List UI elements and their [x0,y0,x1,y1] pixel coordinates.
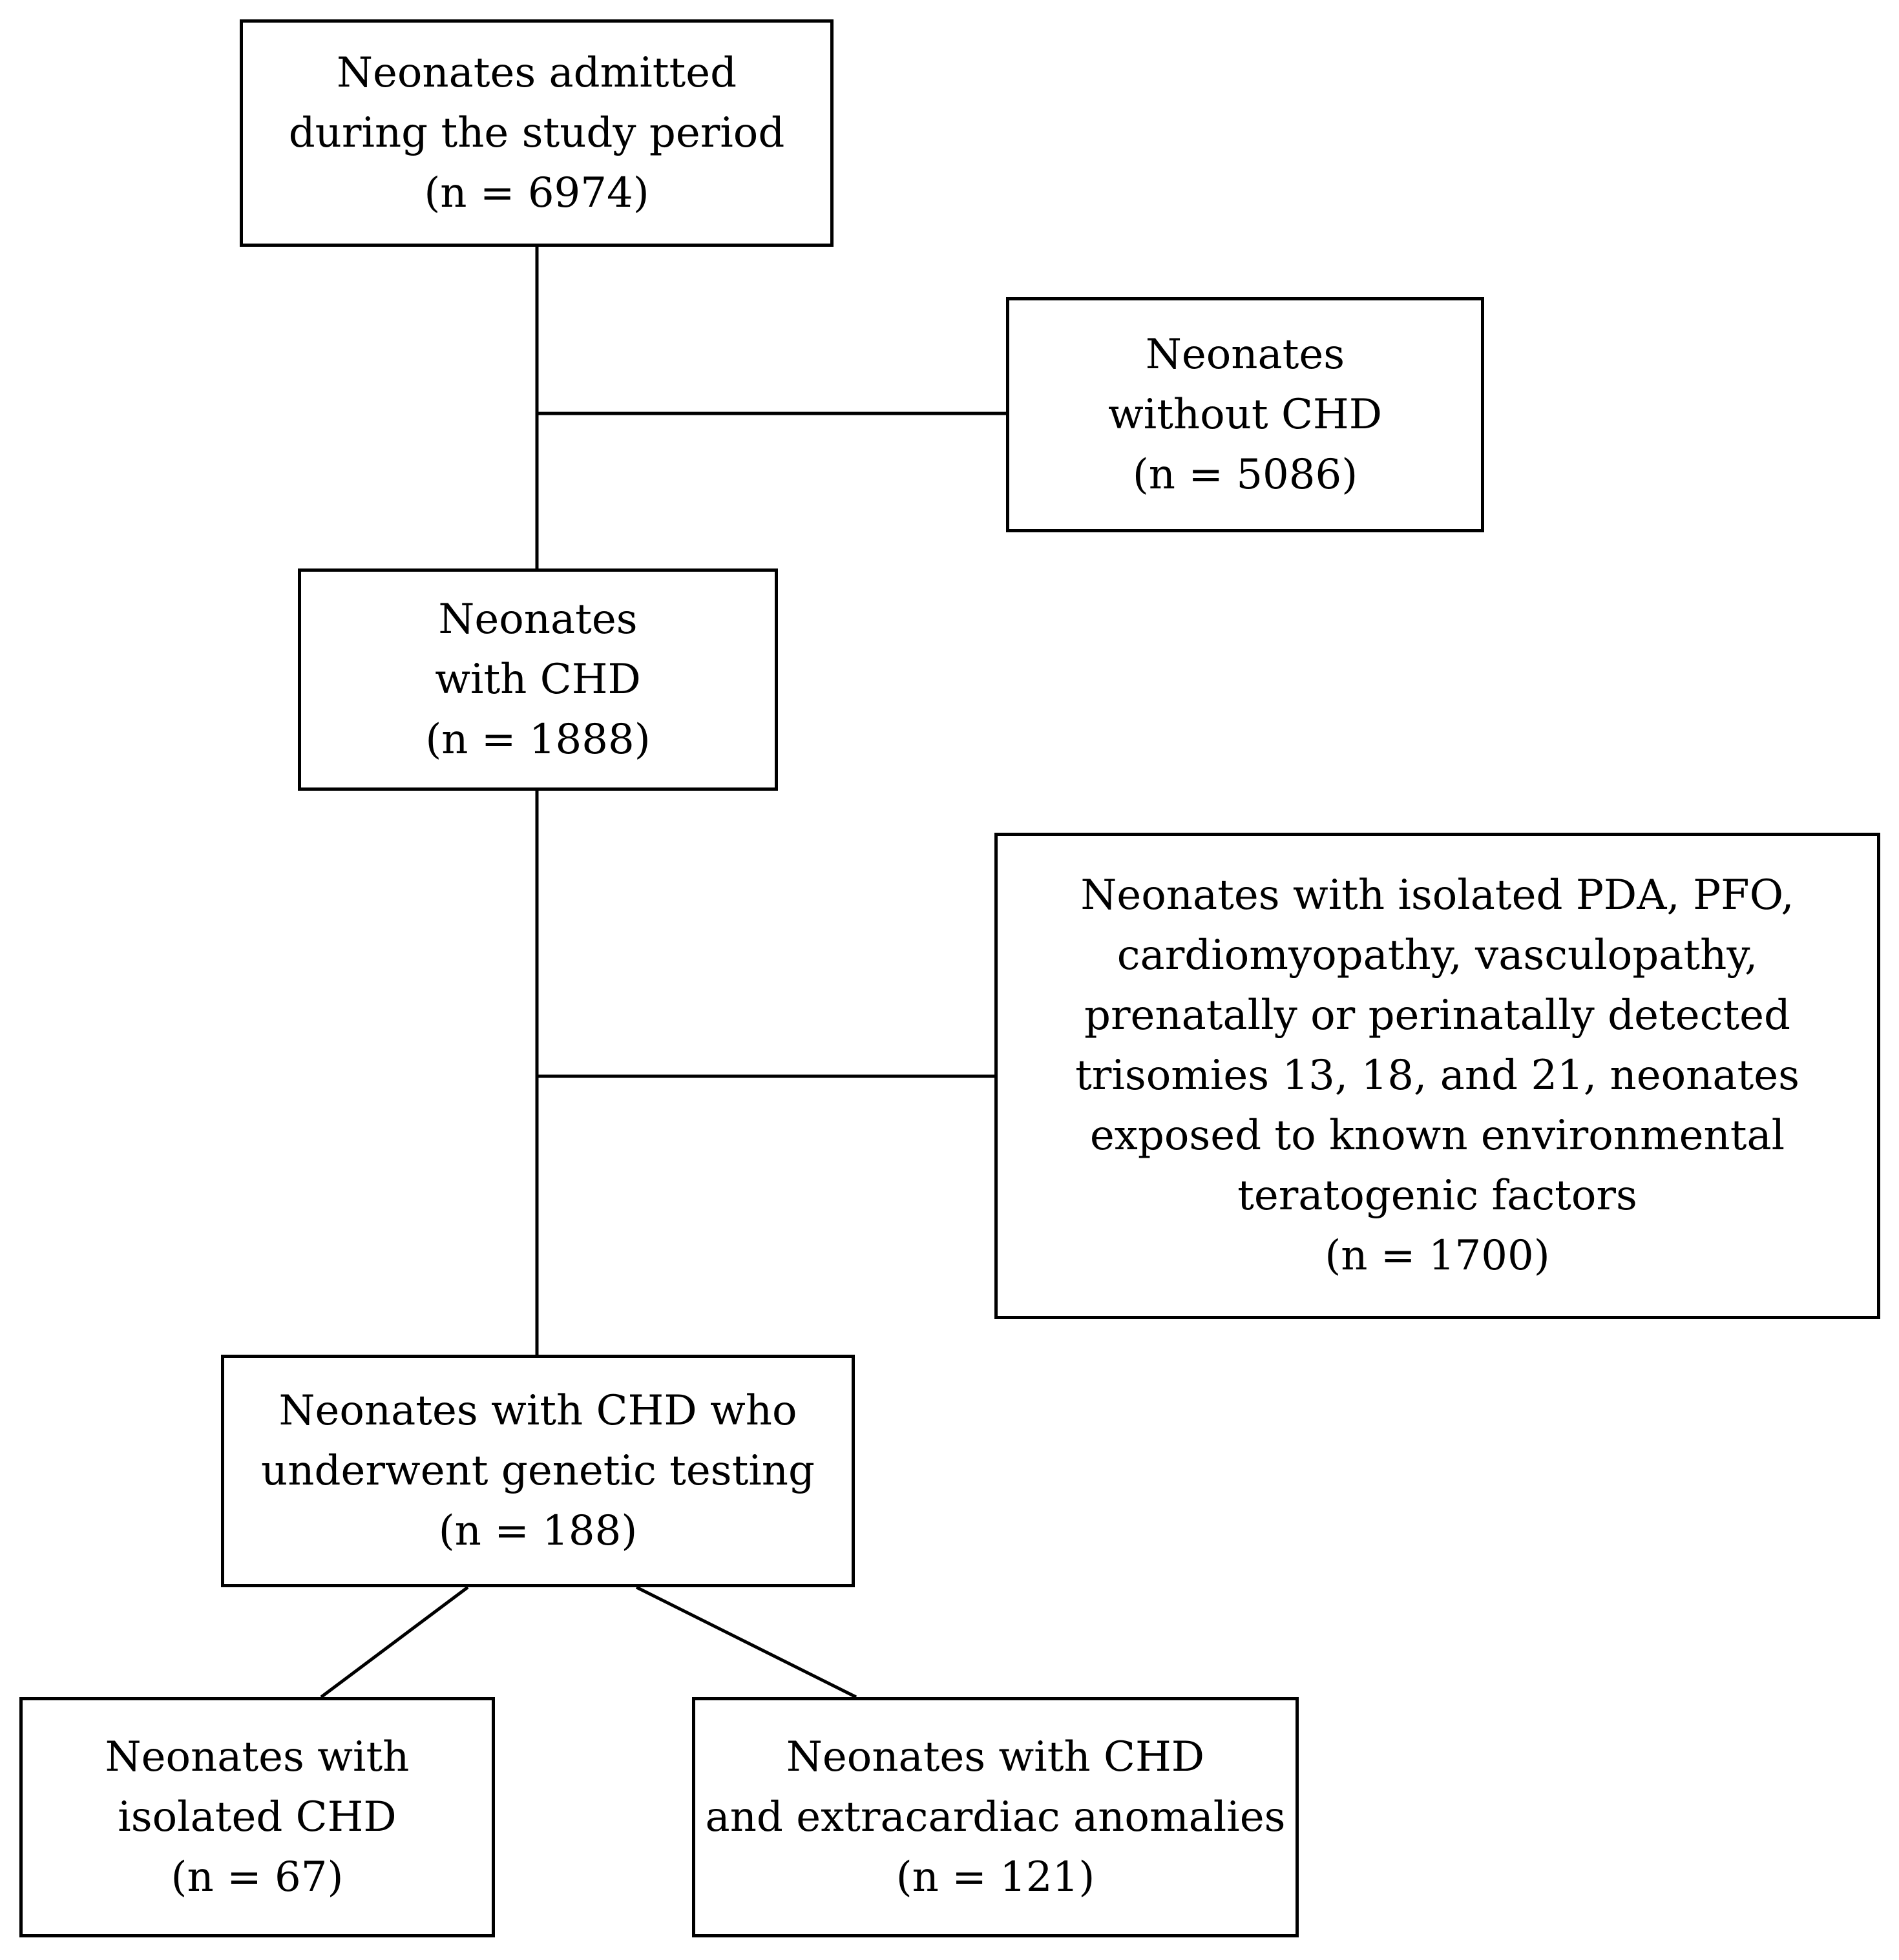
box-text-line: Neonates with [105,1733,410,1781]
box-text-line: and extracardiac anomalies [705,1793,1286,1841]
box-neonates-with-chd: Neonates with CHD (n = 1888) [298,568,778,791]
box-text-line: trisomies 13, 18, and 21, neonates [1075,1052,1799,1100]
box-text-line: Neonates admitted [336,48,737,97]
box-neonates-extracardiac: Neonates with CHD and extracardiac anoma… [692,1697,1299,1937]
box-count: (n = 1888) [425,715,651,764]
box-neonates-isolated-chd: Neonates with isolated CHD (n = 67) [19,1697,495,1937]
box-count: (n = 1700) [1325,1232,1550,1280]
connector-tested-to-isolated [320,1585,469,1699]
box-count: (n = 5086) [1132,450,1358,499]
box-text-line: Neonates [1145,330,1345,379]
box-text-line: cardiomyopathy, vasculopathy, [1117,932,1758,979]
box-count: (n = 121) [896,1853,1095,1901]
box-text-line: with CHD [435,655,641,704]
box-count: (n = 188) [438,1506,638,1555]
box-neonates-admitted: Neonates admitted during the study perio… [240,19,834,247]
box-text-line: during the study period [288,109,785,157]
box-text-line: Neonates with CHD [786,1733,1205,1781]
box-count: (n = 67) [171,1853,344,1901]
connector-tested-to-extracardiac [635,1585,857,1699]
box-text-line: Neonates with isolated PDA, PFO, [1080,871,1794,919]
box-count: (n = 6974) [424,169,649,217]
box-text-line: prenatally or perinatally detected [1084,992,1791,1039]
box-text-line: teratogenic factors [1237,1172,1637,1220]
box-text-line: underwent genetic testing [261,1446,815,1495]
box-text-line: Neonates with CHD who [278,1386,797,1435]
box-text-line: Neonates [438,595,638,643]
box-neonates-genetic-testing: Neonates with CHD who underwent genetic … [221,1355,855,1587]
box-neonates-excluded: Neonates with isolated PDA, PFO, cardiom… [994,833,1880,1319]
box-text-line: exposed to known environmental [1089,1112,1785,1160]
box-neonates-without-chd: Neonates without CHD (n = 5086) [1006,297,1484,532]
box-text-line: isolated CHD [118,1793,397,1841]
box-text-line: without CHD [1107,390,1383,439]
